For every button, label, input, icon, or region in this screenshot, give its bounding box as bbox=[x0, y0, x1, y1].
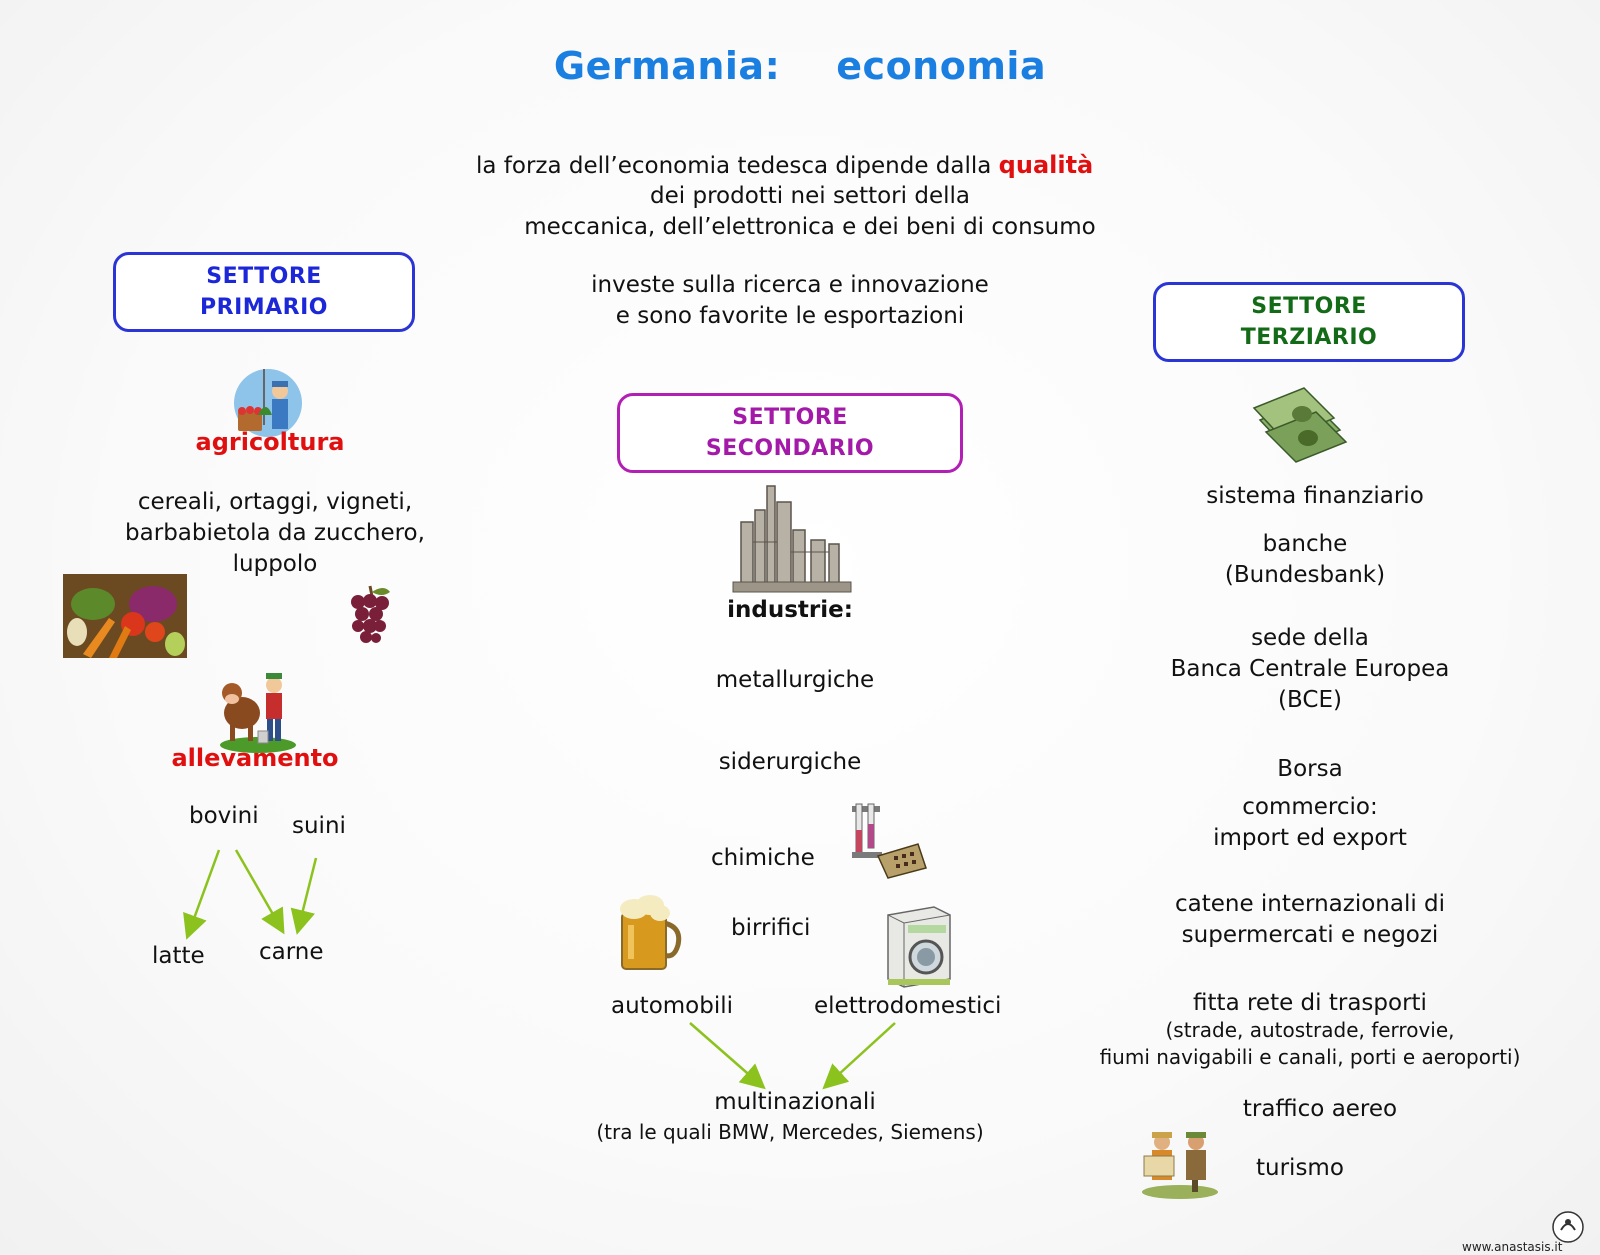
ecb-line-3: (BCE) bbox=[1278, 687, 1342, 713]
supermappe-logo-icon bbox=[1552, 1211, 1584, 1243]
secondary-box-line-2: SECONDARIO bbox=[705, 436, 875, 461]
intro-line-1-text: la forza dell’economia tedesca dipende d… bbox=[476, 153, 992, 179]
intro-line-3: meccanica, dell’elettronica e dei beni d… bbox=[524, 214, 1096, 240]
farmer-icon bbox=[234, 369, 302, 437]
page-title: Germania: economia bbox=[0, 44, 1600, 88]
secondary-sector-box: SETTORE SECONDARIO bbox=[617, 393, 963, 473]
tertiary-sector-box: SETTORE TERZIARIO bbox=[1153, 282, 1465, 362]
industries-label: industrie: bbox=[727, 597, 853, 623]
commerce-line-2: import ed export bbox=[1213, 825, 1407, 851]
financial-system: sistema finanziario bbox=[1206, 483, 1424, 509]
crops-line-3: luppolo bbox=[232, 551, 318, 577]
tourism: turismo bbox=[1256, 1155, 1344, 1181]
intro-line-4: investe sulla ricerca e innovazione bbox=[591, 272, 989, 298]
cow-farmer-icon bbox=[220, 673, 296, 753]
industry-steel: siderurgiche bbox=[718, 749, 862, 775]
money-icon bbox=[1252, 387, 1348, 463]
industry-metallurgical: metallurgiche bbox=[715, 667, 875, 693]
tourists-icon bbox=[1142, 1132, 1218, 1199]
factory-icon bbox=[732, 485, 852, 593]
agriculture-label: agricoltura bbox=[195, 428, 345, 456]
transport-line-3: fiumi navigabili e canali, porti e aerop… bbox=[1099, 1045, 1521, 1069]
multinationals-note: (tra le quali BMW, Mercedes, Siemens) bbox=[596, 1120, 984, 1144]
vegetables-image bbox=[63, 574, 187, 658]
chains-line-2: supermercati e negozi bbox=[1181, 922, 1439, 948]
meat-label: carne bbox=[259, 939, 324, 965]
stock-exchange: Borsa bbox=[1277, 756, 1343, 782]
intro-line-5: e sono favorite le esportazioni bbox=[615, 303, 965, 329]
tertiary-box-line-1: SETTORE bbox=[1251, 294, 1367, 319]
arrow-bovini-latte bbox=[183, 849, 221, 940]
test-tubes-icon bbox=[852, 803, 927, 879]
transport-line-1: fitta rete di trasporti bbox=[1193, 990, 1427, 1016]
milk-label: latte bbox=[152, 943, 205, 969]
industry-chemical: chimiche bbox=[711, 845, 815, 871]
multinationals-label: multinazionali bbox=[714, 1089, 876, 1115]
transport-line-2: (strade, autostrade, ferrovie, bbox=[1165, 1018, 1455, 1042]
primary-box-line-1: SETTORE bbox=[206, 264, 322, 289]
intro-line-2: dei prodotti nei settori della bbox=[650, 183, 970, 209]
ecb-line-1: sede della bbox=[1251, 625, 1369, 651]
washing-machine-icon bbox=[887, 906, 951, 988]
chains-line-1: catene internazionali di bbox=[1174, 891, 1446, 917]
arrow-elettrodomestici-multinazionali bbox=[822, 1022, 896, 1090]
industry-appliances: elettrodomestici bbox=[814, 993, 1002, 1019]
arrow-bovini-carne bbox=[234, 849, 285, 935]
pigs-label: suini bbox=[292, 813, 346, 839]
crops-line-2: barbabietola da zucchero, bbox=[125, 520, 425, 546]
intro-line-1: la forza dell’economia tedesca dipende d… bbox=[476, 150, 1093, 182]
industry-automobiles: automobili bbox=[611, 993, 734, 1019]
cattle-label: bovini bbox=[189, 803, 259, 829]
title-country: Germania: bbox=[553, 44, 781, 88]
beer-mug-icon bbox=[620, 895, 682, 970]
industry-breweries: birrifici bbox=[731, 915, 811, 941]
banks-line-1: banche bbox=[1262, 531, 1348, 557]
grapes-icon bbox=[351, 585, 390, 643]
ecb-line-2: Banca Centrale Europea bbox=[1170, 656, 1450, 682]
banks-line-2: (Bundesbank) bbox=[1224, 562, 1386, 588]
primary-sector-box: SETTORE PRIMARIO bbox=[113, 252, 415, 332]
crops-line-1: cereali, ortaggi, vigneti, bbox=[137, 489, 413, 515]
tertiary-box-line-2: TERZIARIO bbox=[1240, 325, 1378, 350]
arrow-automobili-multinazionali bbox=[689, 1022, 766, 1090]
secondary-box-line-1: SETTORE bbox=[732, 405, 848, 430]
title-topic: economia bbox=[836, 44, 1047, 88]
air-traffic: traffico aereo bbox=[1242, 1096, 1398, 1122]
commerce-line-1: commercio: bbox=[1242, 794, 1378, 820]
livestock-label: allevamento bbox=[171, 744, 339, 772]
website-url: www.anastasis.it bbox=[1462, 1240, 1563, 1254]
arrow-suini-carne bbox=[290, 857, 318, 935]
quality-highlight: qualità bbox=[998, 151, 1094, 179]
primary-box-line-2: PRIMARIO bbox=[200, 295, 328, 320]
